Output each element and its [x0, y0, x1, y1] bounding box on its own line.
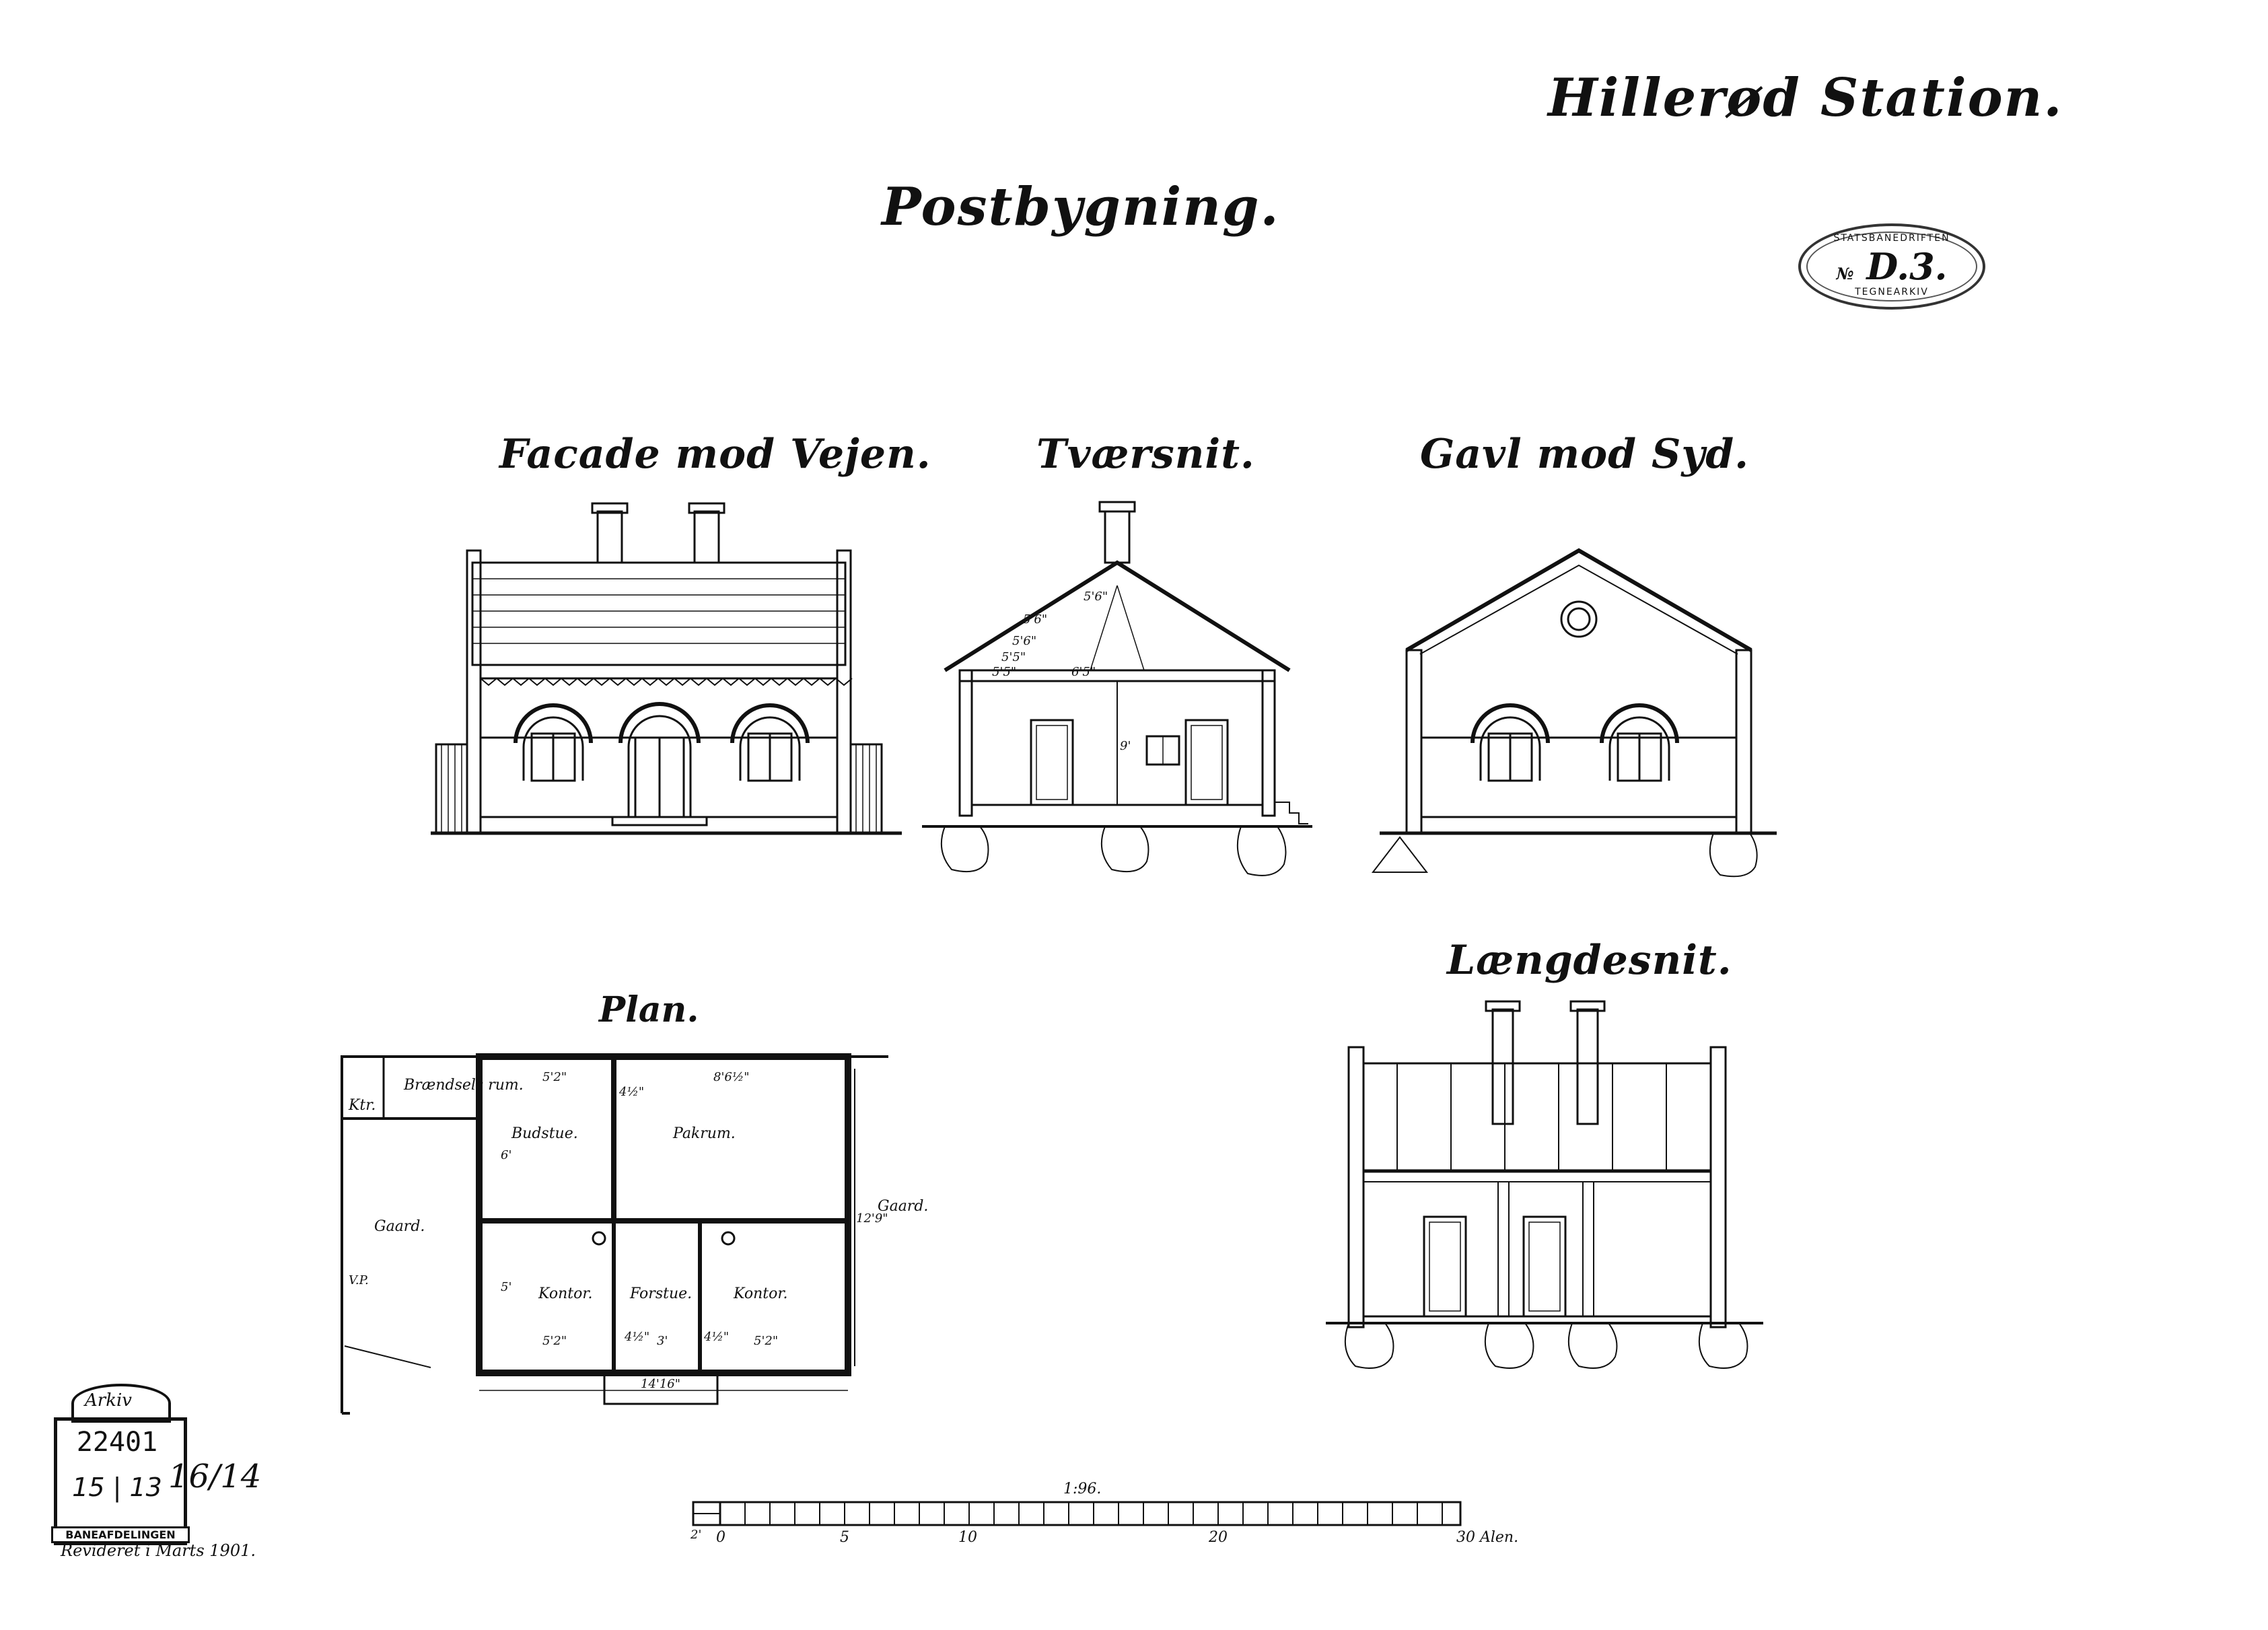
scale-label-5: 5 [840, 1529, 849, 1546]
yard-left: Gaard. [374, 1218, 425, 1235]
plan-dim-7: 5'2" [542, 1334, 567, 1348]
room-toilet: Ktr. [349, 1097, 376, 1114]
front-elevation-title: Facade mod Vejen. [499, 431, 931, 478]
archive-cartouche: Arkiv 22401 15 | 13 BANEAFDELINGEN [44, 1377, 192, 1545]
plan-dim-4: 6' [501, 1148, 512, 1162]
stamp-number: № D.3. [1836, 245, 1948, 288]
yard-right: Gaard. [878, 1198, 929, 1215]
room-office-left: Kontor. [538, 1285, 593, 1302]
archive-number: 22401 [76, 1427, 158, 1458]
gable-elevation [1371, 548, 1777, 878]
plan-dim-9: 3' [657, 1334, 668, 1348]
stamp-ring-bottom: TEGNEARKIV [1855, 287, 1929, 297]
scale-label-20: 20 [1209, 1529, 1228, 1546]
front-elevation [431, 502, 902, 835]
section-dim-4: 5'5" [1001, 650, 1026, 664]
plan-dim-5: 12'9" [856, 1211, 888, 1226]
archive-department: BANEAFDELINGEN [51, 1526, 190, 1543]
stamp-ring-top: STATSBANEDRIFTEN [1833, 233, 1950, 244]
room-office-right: Kontor. [734, 1285, 788, 1302]
archive-stamp: STATSBANEDRIFTEN № D.3. TEGNEARKIV [1798, 223, 1985, 310]
scale-bar [692, 1501, 1462, 1526]
scale-label-10: 10 [958, 1529, 977, 1546]
room-hall: Forstue. [630, 1285, 693, 1302]
plan-dim-1: 5'2" [542, 1070, 567, 1084]
station-title: Hillerød Station. [1548, 67, 2063, 129]
archive-fraction: 15 | 13 [72, 1473, 162, 1502]
cross-section [922, 501, 1312, 876]
plan-title: Plan. [599, 989, 699, 1030]
plan-dim-8: 4½" [625, 1330, 650, 1344]
scale-label-0: 0 [716, 1529, 725, 1546]
section-dim-6: 6'5" [1071, 665, 1096, 679]
scale-ratio: 1:96. [1063, 1481, 1102, 1497]
scale-left-mark: 2' [690, 1528, 702, 1542]
long-section [1326, 1000, 1763, 1369]
drawing-title: Postbygning. [882, 176, 1280, 238]
section-dim-2: 5'6" [1023, 612, 1048, 627]
gable-elevation-title: Gavl mod Syd. [1420, 431, 1750, 478]
room-messenger: Budstue. [511, 1125, 578, 1142]
section-dim-3: 5'6" [1012, 634, 1037, 648]
room-parcel: Pakrum. [673, 1125, 736, 1142]
archive-folio: 16/14 [168, 1458, 262, 1495]
plan-dim-3: 8'6½" [713, 1070, 750, 1084]
plan-dim-10: 4½" [704, 1330, 730, 1344]
plan-dim-2: 4½" [619, 1085, 645, 1099]
plan-dim-12: 14'16" [641, 1377, 681, 1391]
section-dim-5: 5'5" [992, 665, 1017, 679]
plan-vp: V.P. [349, 1273, 369, 1287]
cartouche-head: Arkiv [85, 1390, 132, 1411]
floor-plan [341, 1053, 888, 1415]
plan-dim-11: 5'2" [754, 1334, 779, 1348]
long-section-title: Længdesnit. [1447, 937, 1732, 984]
revision-note: Revideret i Marts 1901. [61, 1541, 256, 1560]
section-dim-7: 9' [1120, 739, 1131, 753]
room-fuel: Brændsels rum. [404, 1077, 524, 1094]
section-dim-1: 5'6" [1084, 590, 1108, 604]
scale-label-30: 30 Alen. [1456, 1529, 1519, 1546]
plan-dim-6: 5' [501, 1280, 512, 1294]
cross-section-title: Tværsnit. [1036, 431, 1255, 478]
